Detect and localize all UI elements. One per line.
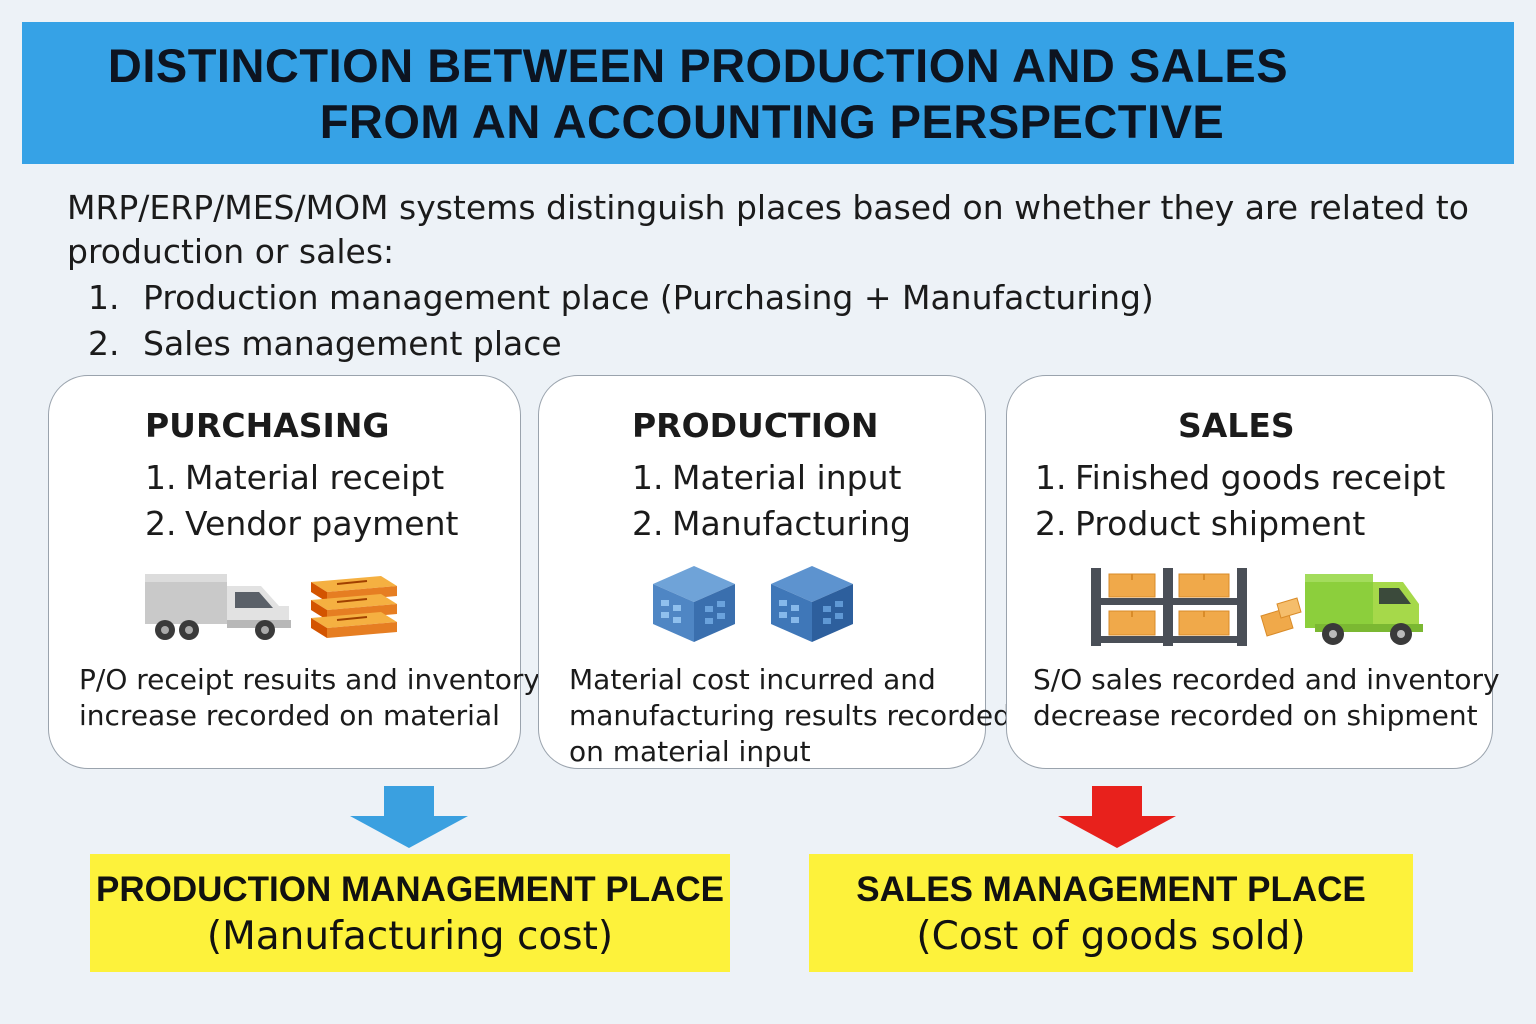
- intro-item-number: 2.: [88, 324, 120, 363]
- card-description-line: decrease recorded on shipment: [1033, 699, 1478, 732]
- card-item-number: 1.: [632, 458, 664, 497]
- card-list-item: 2.Product shipment: [1035, 504, 1365, 543]
- card-description-line: manufacturing results recorded: [569, 699, 1011, 732]
- card-title: PRODUCTION: [632, 406, 879, 445]
- result-title: PRODUCTION MANAGEMENT PLACE: [95, 870, 725, 909]
- card-title: PURCHASING: [145, 406, 390, 445]
- card-item-number: 2.: [1035, 504, 1067, 543]
- sales-card: SALES 1.Finished goods receipt 2.Product…: [1006, 375, 1500, 769]
- card-list-item: 2.Manufacturing: [632, 504, 911, 543]
- result-title: SALES MANAGEMENT PLACE: [856, 870, 1366, 909]
- card-list-item: 2.Vendor payment: [145, 504, 458, 543]
- card-description: S/O sales recorded and inventory decreas…: [1033, 662, 1500, 734]
- warehouse-shelf-icon: [1091, 568, 1247, 646]
- card-item-label: Manufacturing: [672, 504, 911, 543]
- factory-building-icon: [653, 566, 735, 642]
- down-arrow-red-icon: [1058, 786, 1176, 848]
- shipping-truck-icon: [1260, 574, 1423, 645]
- card-description-line: on material input: [569, 735, 811, 768]
- intro-item-label: Production management place (Purchasing …: [143, 278, 1154, 317]
- result-subtitle: (Cost of goods sold): [916, 914, 1306, 959]
- delivery-truck-icon: [145, 574, 291, 640]
- lumber-stack-icon: [311, 576, 397, 638]
- card-description: P/O receipt resuits and inventory increa…: [79, 662, 540, 734]
- production-management-place-box: PRODUCTION MANAGEMENT PLACE (Manufacturi…: [90, 854, 730, 972]
- intro-list-item: 1. Production management place (Purchasin…: [88, 278, 1154, 317]
- intro-list-item: 2. Sales management place: [88, 324, 562, 363]
- card-description-line: Material cost incurred and: [569, 663, 936, 696]
- production-card: PRODUCTION 1.Material input 2.Manufactur…: [538, 375, 1011, 769]
- card-list-item: 1.Material input: [632, 458, 901, 497]
- intro-item-number: 1.: [88, 278, 120, 317]
- card-item-label: Material receipt: [185, 458, 445, 497]
- card-item-number: 1.: [145, 458, 177, 497]
- sales-management-place-box: SALES MANAGEMENT PLACE (Cost of goods so…: [809, 854, 1413, 972]
- card-list-item: 1.Material receipt: [145, 458, 444, 497]
- card-list-item: 1.Finished goods receipt: [1035, 458, 1445, 497]
- card-item-label: Product shipment: [1075, 504, 1366, 543]
- purchasing-card: PURCHASING 1.Material receipt 2.Vendor p…: [48, 375, 540, 769]
- card-description-line: increase recorded on material: [79, 699, 500, 732]
- result-subtitle: (Manufacturing cost): [206, 914, 614, 959]
- card-item-label: Material input: [672, 458, 902, 497]
- down-arrow-blue-icon: [350, 786, 468, 848]
- card-title: SALES: [1178, 406, 1295, 445]
- intro-text: MRP/ERP/MES/MOM systems distinguish plac…: [67, 188, 1469, 271]
- card-description-line: S/O sales recorded and inventory: [1033, 663, 1500, 696]
- card-description-line: P/O receipt resuits and inventory: [79, 663, 540, 696]
- card-description: Material cost incurred and manufacturing…: [569, 662, 1011, 770]
- page-title-line-2: FROM AN ACCOUNTING PERSPECTIVE: [319, 95, 1225, 148]
- card-item-number: 2.: [632, 504, 664, 543]
- intro-item-label: Sales management place: [143, 324, 562, 363]
- page-title-line-1: DISTINCTION BETWEEN PRODUCTION AND SALES: [107, 39, 1289, 92]
- card-item-number: 1.: [1035, 458, 1067, 497]
- card-item-label: Finished goods receipt: [1075, 458, 1446, 497]
- card-item-label: Vendor payment: [185, 504, 459, 543]
- factory-building-icon: [771, 566, 853, 642]
- card-item-number: 2.: [145, 504, 177, 543]
- title-banner: DISTINCTION BETWEEN PRODUCTION AND SALES…: [22, 22, 1514, 164]
